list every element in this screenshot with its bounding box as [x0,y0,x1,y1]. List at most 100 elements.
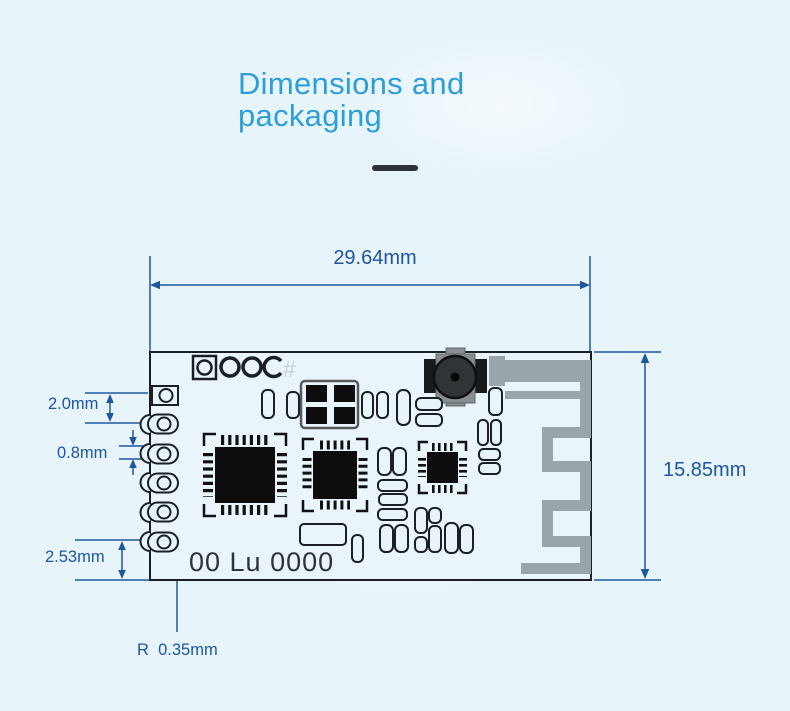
chip-die [313,451,357,499]
pad-hole-icon [156,504,172,520]
hole-radius-label: R 0.35mm [137,641,218,659]
page-title-line1: Dimensions and [238,66,465,101]
pcb-module: # [139,347,592,581]
passive-component [478,462,501,475]
arrowhead-right-icon [580,280,590,290]
fiducial-marks: # [191,354,296,382]
crystal-pad [334,407,355,424]
passive-component [376,391,389,419]
pad-width-label: 0.8mm [57,444,107,462]
pcb-antenna-trace [489,356,591,574]
edge-notch [139,443,151,464]
pad-hole-icon [156,475,172,491]
antenna-segment [500,360,591,382]
pad-width-dimension: 0.8mm [57,430,148,475]
pad-hole-icon [156,446,172,462]
antenna-segment [580,536,591,574]
antenna-segment [542,427,591,438]
arrowhead-up-icon [118,541,126,550]
chip-corner-bracket [457,484,468,495]
edge-notch [139,531,151,552]
pad-pitch-label: 2.0mm [48,395,98,413]
chip-corner-bracket [274,432,288,446]
passive-components [261,387,503,563]
chip-corner-bracket [457,440,468,451]
height-dimension: 15.85mm [594,351,746,581]
passive-component [478,448,501,461]
chip-corner-bracket [202,504,216,518]
width-dimension-label: 29.64mm [333,247,416,269]
component-outline [299,523,347,546]
passive-component [394,524,409,553]
passive-component [459,524,474,554]
chip-corner-bracket [202,432,216,446]
passive-component [379,524,394,553]
passive-component [477,419,489,446]
antenna-segment [542,427,553,472]
crystal-pad [306,385,327,402]
passive-component [377,479,408,492]
antenna-segment [505,391,583,399]
passive-component [488,387,503,416]
passive-component [490,419,502,446]
ring-mark-icon [219,356,241,378]
passive-component [428,507,442,524]
chip-corner-bracket [356,500,369,513]
passive-component [414,507,428,534]
small-ic-chip [417,440,468,495]
passive-component [351,534,364,563]
chip-die [215,447,275,503]
passive-component [261,389,275,419]
bottom-offset-dimension: 2.53mm [45,539,173,581]
chip-corner-bracket [356,437,369,450]
passive-component [415,397,443,411]
passive-component [286,391,300,419]
page-title: Dimensions and packaging [238,68,464,132]
arrowhead-up-icon [640,353,650,363]
rf-ic-chip [301,437,369,513]
crystal-pad [334,385,355,402]
arrowhead-up-icon [106,394,114,403]
main-ic-chip [202,432,288,518]
height-dimension-label: 15.85mm [663,459,746,481]
pad-hole-icon [158,388,174,403]
chip-corner-bracket [417,440,428,451]
edge-pads [139,385,179,553]
passive-component [377,447,392,476]
antenna-segment [580,360,591,438]
connector-side-pad [473,359,487,393]
page-title-line2: packaging [238,98,383,133]
arrowhead-down-icon [106,413,114,422]
arrowhead-up-icon [129,459,137,468]
chip-die [427,452,458,483]
pad-hole-icon [156,534,172,550]
passive-component [361,391,374,419]
edge-notch [139,414,151,435]
edge-notch [139,502,151,523]
chip-corner-bracket [301,437,314,450]
circle-mark-icon [196,359,213,376]
c-mark-icon [262,355,283,379]
arrowhead-down-icon [640,569,650,579]
connector-center-pin-icon [450,372,460,382]
passive-component [444,522,459,554]
pcb-outline [149,351,592,581]
crystal-oscillator [299,379,360,430]
pad-hole-icon [156,416,172,432]
antenna-segment [580,461,591,511]
chip-corner-bracket [417,484,428,495]
passive-component [392,447,407,476]
arrowhead-down-icon [129,437,137,446]
ring-mark-icon [241,356,263,378]
silkscreen-text: 00 Lu 0000 [189,547,334,577]
chip-corner-bracket [301,500,314,513]
bottom-offset-label: 2.53mm [45,548,105,566]
antenna-segment [542,500,591,511]
width-dimension: 29.64mm [149,247,591,351]
antenna-segment [542,461,591,472]
passive-component [377,508,408,521]
arrowhead-left-icon [150,280,160,290]
crystal-pad [306,407,327,424]
antenna-segment [542,500,553,547]
